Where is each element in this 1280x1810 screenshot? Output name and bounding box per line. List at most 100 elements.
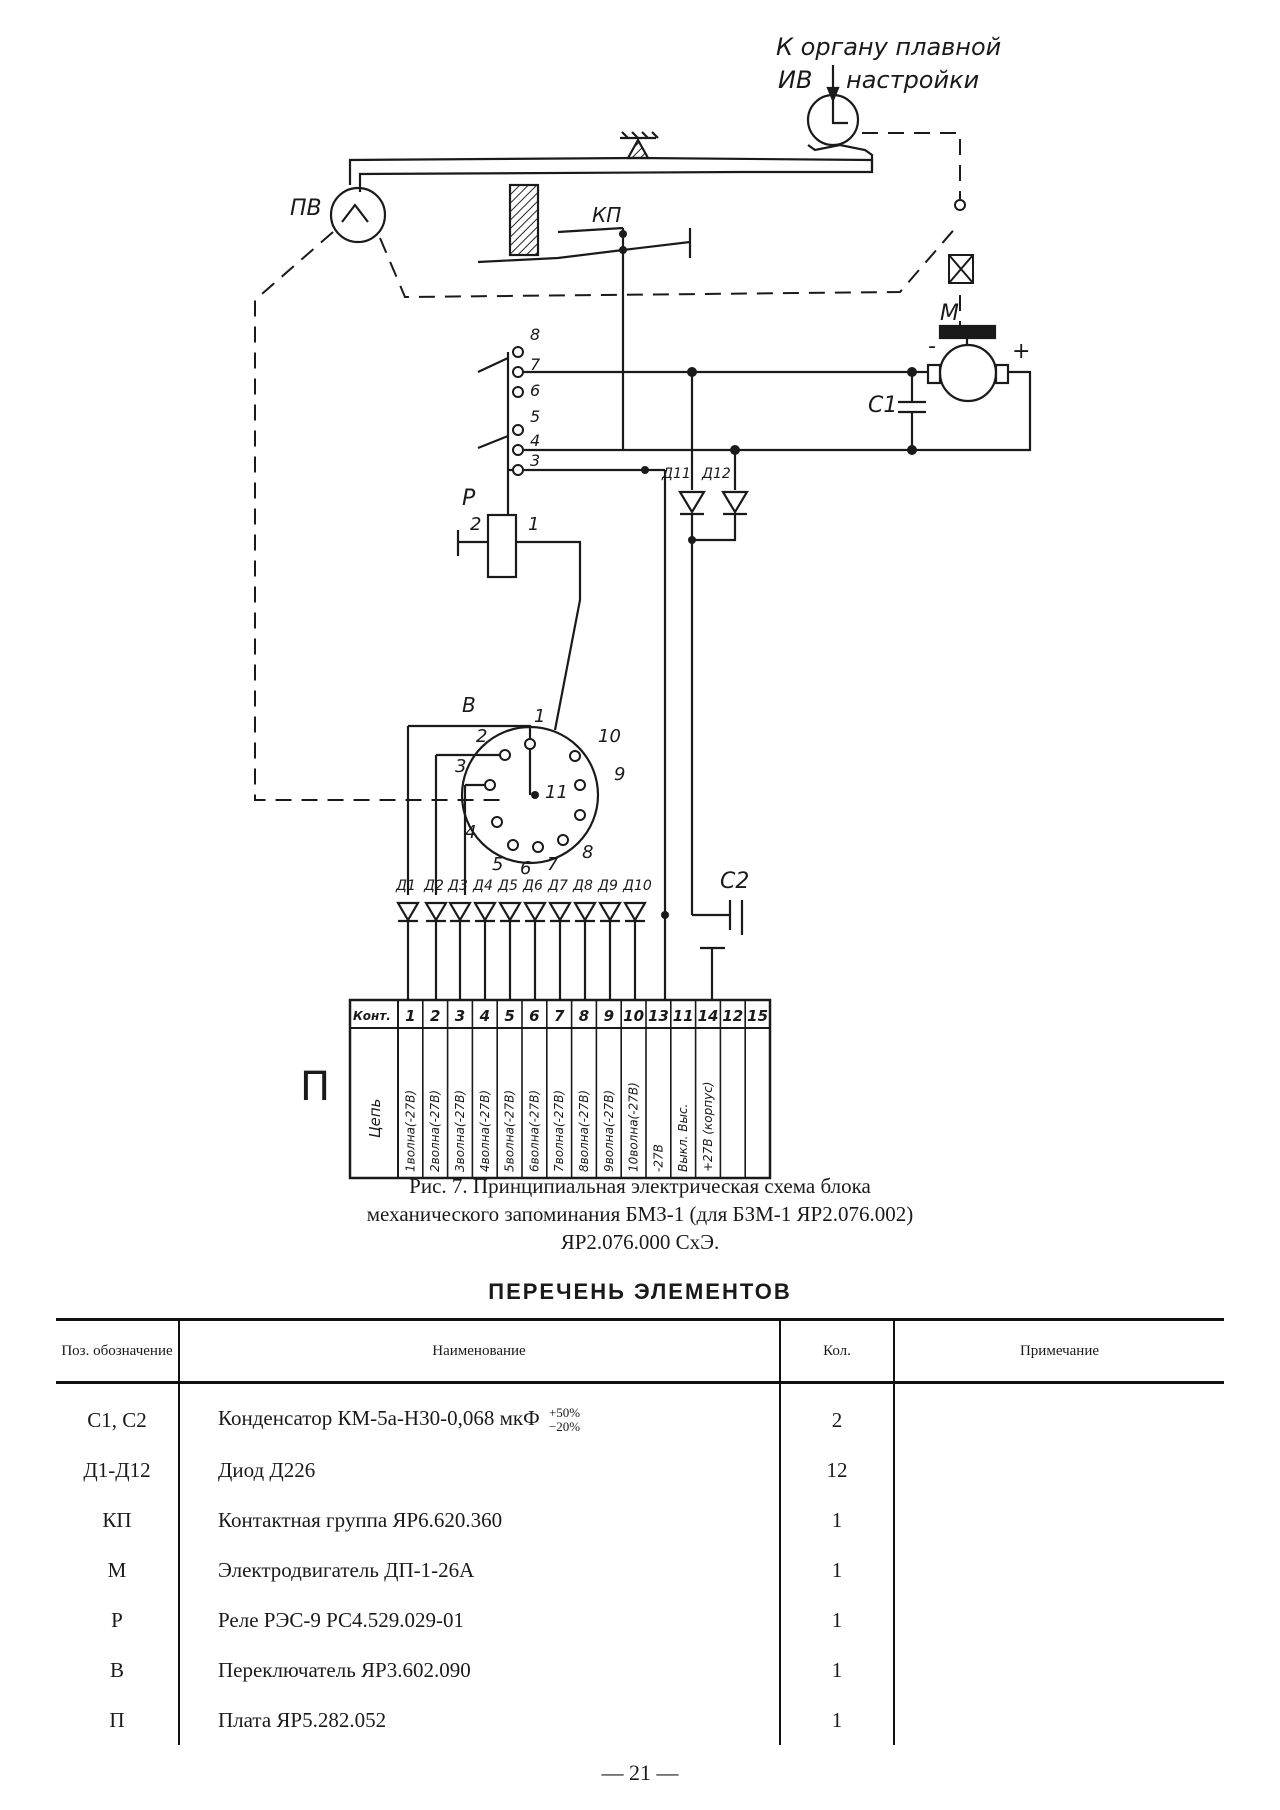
switch-pin-label: 11 [545,782,568,803]
row-pos: КП [102,1507,132,1532]
switch-pin-label: 7 [547,854,559,875]
label-c2: С2 [720,869,749,894]
board-circuit: 4волна(-27В) [478,1090,492,1172]
relay-contact-6: 6 [530,381,540,400]
row-name: Конденсатор КМ-5а-Н30-0,068 мкФ +50%−20% [178,1382,780,1445]
figure-caption-line2: механического запоминания БМЗ-1 (для БЗМ… [366,1202,914,1226]
diode-symbol [573,901,597,923]
label-minus: - [928,334,936,359]
relay-contact-8: 8 [530,325,540,344]
label-board: П [300,1064,330,1110]
switch-pin-label: 6 [520,858,531,879]
diode-label: Д4 [472,878,493,894]
header-qty: Кол. [779,1318,894,1384]
board-circuit: 2волна(-27В) [428,1090,442,1172]
header-name: Наименование [178,1318,780,1384]
board-circuit: 6волна(-27В) [527,1090,541,1172]
row-pos: Р [111,1607,123,1632]
switch-pin-label: 2 [476,726,487,747]
row-note [893,1382,1224,1445]
board-contact: 8 [579,1007,589,1025]
board-circuit: 3волна(-27В) [453,1090,467,1172]
table-row: Д1-Д12 Диод Д226 12 [56,1445,1224,1495]
board-circuit: 9волна(-27В) [602,1090,616,1172]
row-pos: С1, С2 [87,1407,147,1432]
relay-contact-3: 3 [530,451,540,470]
board-circuit: 8волна(-27В) [577,1090,591,1172]
diode-symbol [448,901,472,923]
board-contact: 4 [479,1007,490,1025]
label-c1: С1 [868,393,897,418]
switch-pin-label: 1 [534,706,545,727]
diode-label: Д6 [522,878,543,894]
label-pv: ПВ [290,196,322,221]
tolerance-plus: +50% [548,1405,581,1421]
diode-symbol [623,901,647,923]
table-row: П Плата ЯР5.282.052 1 [56,1695,1224,1745]
diode-symbol [498,901,522,923]
row-name: Плата ЯР5.282.052 [178,1695,780,1745]
label-m: М [940,301,959,326]
top-note-line2: ИВ [778,66,812,94]
table-row: С1, С2 Конденсатор КМ-5а-Н30-0,068 мкФ +… [56,1382,1224,1445]
row-note [893,1595,1224,1645]
board-contact: 14 [698,1007,719,1025]
board-contact: 11 [673,1007,694,1025]
elements-list-title: ПЕРЕЧЕНЬ ЭЛЕМЕНТОВ [488,1279,792,1304]
row-name: Реле РЭС-9 РС4.529.029-01 [178,1595,780,1645]
board-circuit: +27В (корпус) [701,1082,715,1173]
relay-contact-4: 4 [530,431,540,450]
board-contact: 10 [623,1007,644,1025]
switch-pin-label: 10 [598,726,621,747]
top-note-line1: К органу плавной [776,33,1001,61]
label-d12: Д12 [701,466,731,482]
table-row: КП Контактная группа ЯР6.620.360 1 [56,1495,1224,1545]
board-table-frame [348,998,772,1180]
diode-symbol [424,901,448,923]
diode-label: Д10 [622,878,652,894]
page-number: — 21 — [601,1760,679,1785]
diode-symbol [396,901,420,923]
row-pos: Д1-Д12 [83,1457,151,1482]
relay-contact-5: 5 [530,407,540,426]
header-note: Примечание [893,1318,1224,1384]
board-circuit: Выкл. Выс. [676,1104,690,1172]
row-name: Контактная группа ЯР6.620.360 [178,1495,780,1545]
relay-pin-2: 2 [470,514,481,535]
board-contact: 13 [648,1007,669,1025]
board-contact: 3 [455,1007,465,1025]
board-circuit: 7волна(-27В) [552,1090,566,1172]
diode-label: Д5 [497,878,518,894]
row-note [893,1445,1224,1495]
row-note [893,1645,1224,1695]
diode-label: Д8 [572,878,593,894]
label-kp: КП [592,203,621,227]
figure-caption-line3: ЯР2.076.000 СхЭ. [560,1230,720,1254]
header-pos: Поз. обозначение [56,1318,179,1384]
figure-caption-line1: Рис. 7. Принципиальная электрическая схе… [409,1174,871,1198]
row-qty: 2 [779,1382,894,1445]
row-qty: 1 [779,1695,894,1745]
board-circuit: 10волна(-27В) [627,1082,641,1172]
row-name-text: Конденсатор КМ-5а-Н30-0,068 мкФ [218,1405,540,1430]
diode-symbol [548,901,572,923]
relay-pin-1: 1 [528,514,539,535]
row-note [893,1495,1224,1545]
row-note [893,1545,1224,1595]
row-qty: 1 [779,1545,894,1595]
diode-label: Д9 [597,878,618,894]
switch-pin-label: 4 [465,822,476,843]
diode-label: Д1 [395,878,416,894]
diode-label: Д2 [423,878,444,894]
row-pos: В [109,1657,124,1682]
board-contact: 15 [747,1007,768,1025]
switch-pin-label: 3 [455,756,466,777]
diode-symbol [598,901,622,923]
row-name: Диод Д226 [178,1445,780,1495]
diode-label: Д3 [447,878,468,894]
label-p: Р [462,486,476,511]
row-qty: 1 [779,1595,894,1645]
diode-label: Д7 [547,878,568,894]
switch-pin-label: 8 [582,842,593,863]
board-contact: 6 [529,1007,539,1025]
